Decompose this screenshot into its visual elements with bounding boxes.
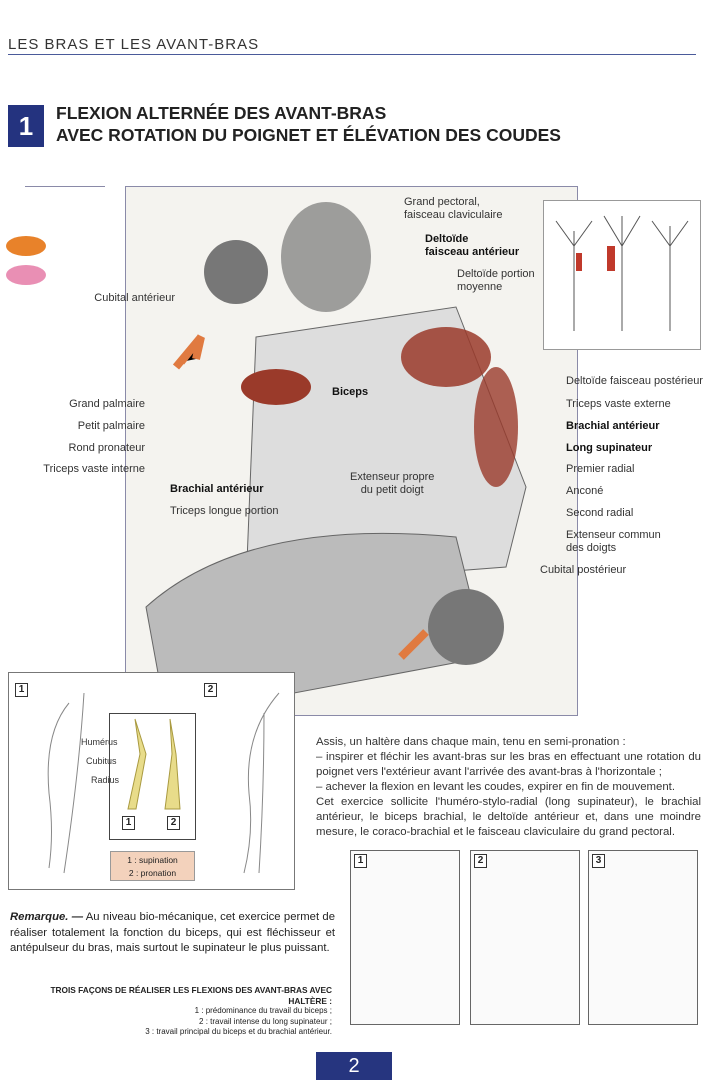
label-cubitus: Cubitus [86, 756, 117, 766]
label-cubital-anterieur: Cubital antérieur [94, 292, 175, 304]
label-biceps: Biceps [332, 386, 369, 398]
label-triceps-vaste-externe: Triceps vaste externe [566, 398, 671, 410]
three-ways: TROIS FAÇONS DE RÉALISER LES FLEXIONS DE… [50, 985, 332, 1036]
remarque: Remarque. — Au niveau bio-mécanique, cet… [10, 911, 335, 954]
anatomy-illustration [125, 186, 578, 718]
label-ancone: Anconé [566, 485, 604, 497]
supination-pronation-inset: 1 2 1 2 Humérus Cubitus Radius 1 : supin… [8, 672, 295, 890]
bones-box: 1 2 [109, 713, 196, 840]
title-line-2: AVEC ROTATION DU POIGNET ET ÉLÉVATION DE… [56, 125, 561, 145]
running-header: LES BRAS ET LES AVANT-BRAS [8, 36, 260, 53]
inset-number-2: 2 [204, 683, 217, 697]
label-deltoide-posterieur: Deltoïde faisceau postérieur [566, 375, 703, 387]
label-triceps-longue: Triceps longue portion [170, 505, 279, 517]
label-grand-palmaire: Grand palmaire [69, 398, 145, 410]
label-long-supinateur: Long supinateur [566, 442, 653, 454]
title-line-1: FLEXION ALTERNÉE DES AVANT-BRAS [56, 103, 387, 123]
label-radius: Radius [91, 775, 120, 785]
page-number: 2 [316, 1052, 392, 1080]
photo-variation-3: 3 [588, 850, 698, 1025]
label-brachial-anterieur-left: Brachial antérieur [170, 483, 264, 495]
header-rule [8, 54, 696, 55]
exercise-title: FLEXION ALTERNÉE DES AVANT-BRAS AVEC ROT… [56, 102, 561, 146]
arm-sketches [47, 692, 280, 874]
photo-variation-1: 1 [350, 850, 460, 1025]
photo-variation-2: 2 [470, 850, 580, 1025]
label-cubital-posterieur: Cubital postérieur [540, 564, 627, 576]
exercise-description: Assis, un haltère dans chaque main, tenu… [316, 736, 701, 838]
athlete-drawing [145, 202, 527, 718]
orange-dot-icon [6, 236, 46, 256]
label-brachial-anterieur: Brachial antérieur [566, 420, 660, 432]
label-triceps-vaste-interne: Triceps vaste interne [43, 463, 145, 475]
label-rond-pronateur: Rond pronateur [68, 442, 145, 454]
exercise-number: 1 [8, 105, 44, 147]
label-grand-pectoral: Grand pectoral,faisceau claviculaire [404, 196, 503, 221]
muscle-figures-thumbnail [543, 200, 701, 350]
pink-dot-icon [6, 265, 46, 285]
inset-number-1: 1 [15, 683, 28, 697]
bones-number-1: 1 [122, 816, 135, 830]
divider [25, 186, 105, 187]
label-second-radial: Second radial [566, 507, 634, 519]
label-humerus: Humérus [81, 737, 118, 747]
label-petit-palmaire: Petit palmaire [77, 420, 145, 432]
bones-number-2: 2 [167, 816, 180, 830]
label-premier-radial: Premier radial [566, 463, 635, 475]
